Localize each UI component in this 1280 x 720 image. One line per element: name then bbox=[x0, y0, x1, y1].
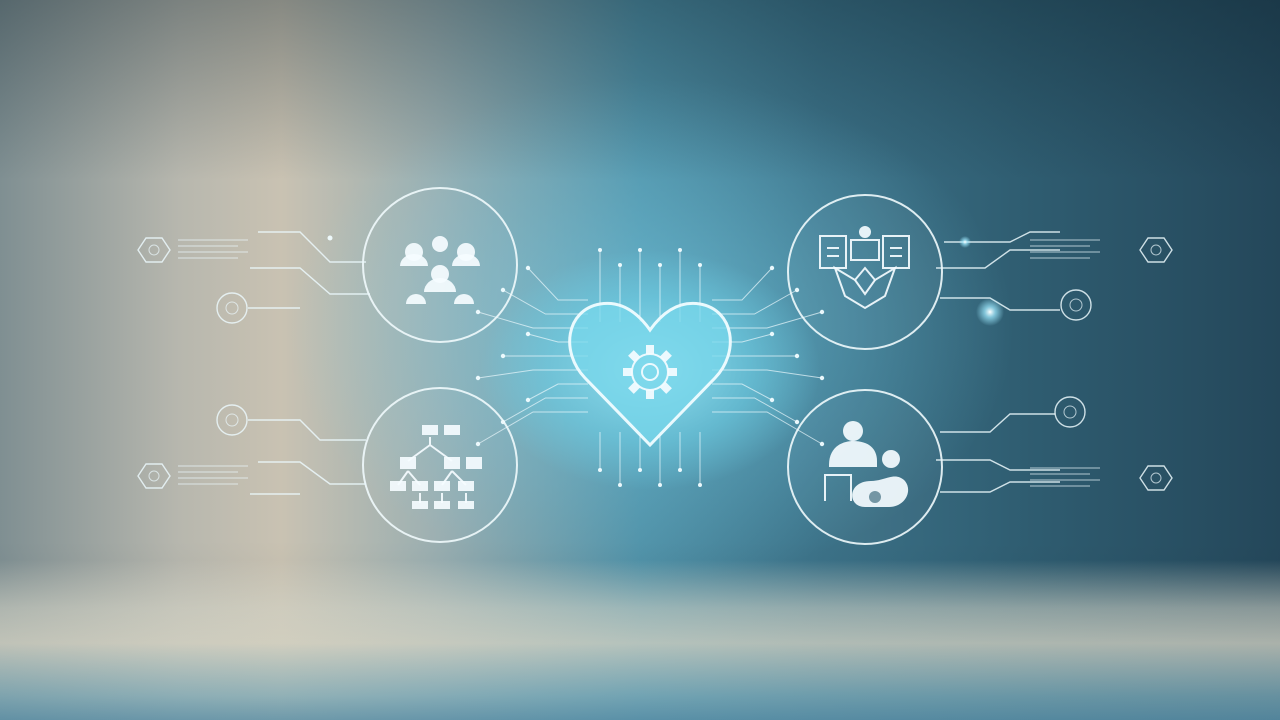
connector-line bbox=[944, 231, 1060, 243]
connector-line bbox=[936, 459, 1060, 471]
circuit-node bbox=[598, 468, 602, 472]
circuit-trace bbox=[712, 411, 823, 445]
gauge-icon bbox=[216, 292, 248, 324]
label-hex-icon bbox=[137, 237, 171, 263]
gear-tooth bbox=[628, 350, 641, 363]
caregiver-node bbox=[787, 389, 943, 545]
label-hex-dot bbox=[148, 244, 160, 256]
circuit-node bbox=[638, 468, 642, 472]
circuit-node bbox=[769, 331, 775, 337]
circuit-trace bbox=[477, 369, 588, 379]
circuit-node bbox=[618, 483, 622, 487]
circuit-node bbox=[819, 309, 825, 315]
circuit-node bbox=[819, 441, 825, 447]
circuit-node bbox=[475, 375, 481, 381]
gear-tooth bbox=[646, 345, 654, 354]
gauge-icon-inner bbox=[225, 301, 239, 315]
spark-glow bbox=[976, 298, 1004, 326]
circuit-trace bbox=[477, 411, 588, 445]
label-hex-icon bbox=[137, 463, 171, 489]
circuit-trace bbox=[527, 267, 588, 301]
circuit-node bbox=[819, 375, 825, 381]
circuit-node bbox=[658, 483, 662, 487]
gauge-icon-inner bbox=[225, 413, 239, 427]
floor-glow bbox=[0, 560, 1280, 720]
gauge-icon bbox=[216, 404, 248, 436]
side-connectors bbox=[137, 231, 1173, 495]
connector-line bbox=[250, 267, 370, 295]
circuit-trace bbox=[712, 267, 773, 301]
circuit-trace bbox=[712, 397, 798, 423]
gear-tooth bbox=[668, 368, 677, 376]
gear-tooth bbox=[659, 381, 672, 394]
circuit-node bbox=[678, 248, 682, 252]
circuit-node bbox=[500, 287, 506, 293]
people-group-icon bbox=[400, 236, 480, 304]
circuit-node bbox=[794, 419, 800, 425]
circuit-node bbox=[698, 263, 702, 267]
gear-tooth bbox=[659, 350, 672, 363]
circuit-lines bbox=[475, 248, 825, 487]
circuit-node bbox=[638, 248, 642, 252]
gauge-icon-inner bbox=[1063, 405, 1077, 419]
circuit-node bbox=[475, 309, 481, 315]
circuit-trace bbox=[712, 369, 823, 379]
gear-tooth bbox=[623, 368, 632, 376]
caregiver-icon bbox=[824, 421, 909, 507]
label-hex-dot bbox=[1150, 244, 1162, 256]
circuit-node bbox=[794, 287, 800, 293]
circuit-node bbox=[698, 483, 702, 487]
people-group-node bbox=[362, 187, 518, 343]
circuit-node bbox=[769, 265, 775, 271]
circuit-node bbox=[525, 397, 531, 403]
gauge-icon bbox=[1060, 289, 1092, 321]
connector-line bbox=[248, 419, 366, 441]
circuit-node bbox=[598, 248, 602, 252]
label-hex-icon bbox=[1139, 465, 1173, 491]
circuit-trace bbox=[712, 289, 798, 315]
circuit-node bbox=[475, 441, 481, 447]
circuit-node bbox=[658, 263, 662, 267]
connector-dot bbox=[327, 235, 333, 241]
hierarchy-tree-node bbox=[362, 387, 518, 543]
gear-tooth bbox=[646, 390, 654, 399]
connector-line bbox=[940, 481, 1060, 493]
gear-tooth bbox=[628, 381, 641, 394]
circuit-node bbox=[794, 353, 800, 359]
label-hex-dot bbox=[1150, 472, 1162, 484]
building-network-node bbox=[787, 194, 943, 350]
circuit-node bbox=[525, 265, 531, 271]
connector-line bbox=[940, 413, 1055, 433]
circuit-node bbox=[618, 263, 622, 267]
circuit-trace bbox=[527, 383, 588, 401]
label-hex-dot bbox=[148, 470, 160, 482]
circuit-trace bbox=[502, 397, 588, 423]
connector-line bbox=[936, 249, 1060, 269]
hierarchy-tree-icon bbox=[390, 425, 482, 509]
circuit-trace bbox=[712, 383, 773, 401]
building-network-icon bbox=[819, 226, 910, 310]
gauge-icon-inner bbox=[1069, 298, 1083, 312]
circuit-node bbox=[500, 353, 506, 359]
circuit-node bbox=[678, 468, 682, 472]
spark-glow-small bbox=[959, 236, 971, 248]
circuit-trace bbox=[502, 289, 588, 315]
connector-line bbox=[258, 461, 366, 485]
label-hex-icon bbox=[1139, 237, 1173, 263]
circuit-node bbox=[769, 397, 775, 403]
circuit-node bbox=[525, 331, 531, 337]
gauge-icon bbox=[1054, 396, 1086, 428]
connector-line bbox=[258, 231, 366, 263]
heart-gear-icon bbox=[568, 301, 732, 448]
